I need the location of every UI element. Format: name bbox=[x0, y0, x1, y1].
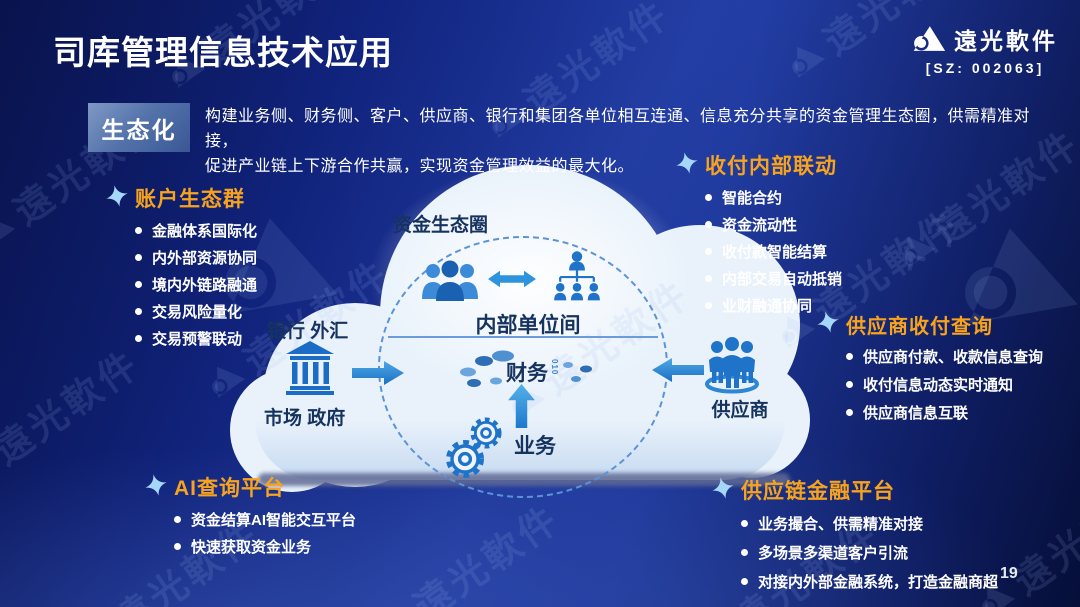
section-title: 供应商收付查询 bbox=[846, 316, 993, 338]
list-item-text: 供应商付款、收款信息查询 bbox=[863, 349, 1044, 366]
two-way-arrow-icon bbox=[488, 268, 536, 295]
list-item-text: 智能合约 bbox=[722, 190, 783, 207]
section-account-ecosystem: 账户生态群 金融体系国际化 内外部资源协同 境内外链路融通 交易风险量化 交易预… bbox=[106, 183, 356, 349]
section-supply-chain-finance: 供应链金融平台 业务撮合、供需精准对接 多场景多渠道客户引流 对接内外部金融系统… bbox=[712, 475, 1052, 592]
stock-ticker: [SZ: 002063] bbox=[925, 60, 1045, 76]
list-item: 金融体系国际化 bbox=[135, 220, 356, 241]
bank-icon bbox=[286, 341, 334, 400]
sparkle-icon bbox=[106, 185, 128, 212]
list-item-text: 对接内外部金融系统，打造金融商超 bbox=[758, 574, 999, 591]
list-item: 收付款智能结算 bbox=[705, 241, 926, 262]
bank-forex-label: 银行 外汇 bbox=[267, 321, 349, 342]
bullet-icon bbox=[741, 578, 748, 585]
bullet-icon bbox=[135, 281, 142, 288]
right-arrow-icon bbox=[352, 361, 404, 390]
people-group-icon bbox=[420, 258, 480, 307]
bullet-icon bbox=[741, 520, 748, 527]
bullet-icon bbox=[705, 248, 712, 255]
binary-digits: 010 bbox=[550, 359, 559, 376]
list-item-text: 业务撮合、供需精准对接 bbox=[758, 516, 924, 533]
supplier-team-icon bbox=[704, 334, 760, 399]
list-item-text: 境内外链路融通 bbox=[152, 277, 258, 294]
banner-description-line1: 构建业务侧、财务侧、客户、供应商、银行和集团各单位相互连通、信息充分共享的资金管… bbox=[205, 108, 1031, 150]
bullet-icon bbox=[705, 302, 712, 309]
bullet-icon bbox=[705, 221, 712, 228]
page-title: 司库管理信息技术应用 bbox=[53, 34, 393, 71]
up-arrow-icon bbox=[508, 384, 535, 433]
list-item: 多场景多渠道客户引流 bbox=[741, 542, 1052, 563]
list-item-text: 供应商信息互联 bbox=[863, 405, 969, 422]
section-internal-payment: 收付内部联动 智能合约 资金流动性 收付款智能结算 内部交易自动抵销 业财融通协… bbox=[676, 150, 926, 316]
list-item: 交易预警联动 bbox=[135, 328, 356, 349]
list-item: 供应商付款、收款信息查询 bbox=[846, 346, 1077, 367]
list-item-text: 交易预警联动 bbox=[152, 331, 243, 348]
bullet-icon bbox=[846, 381, 853, 388]
finance-data-dots-icon bbox=[458, 350, 558, 393]
bullet-icon bbox=[135, 227, 142, 234]
list-item: 内外部资源协同 bbox=[135, 247, 356, 268]
section-title: 账户生态群 bbox=[135, 188, 245, 211]
list-item-text: 快速获取资金业务 bbox=[191, 539, 312, 556]
list-item-text: 资金结算AI智能交互平台 bbox=[191, 512, 357, 529]
business-label: 业务 bbox=[514, 435, 556, 458]
bullet-icon bbox=[705, 275, 712, 282]
list-item: 对接内外部金融系统，打造金融商超 bbox=[741, 571, 1052, 592]
yuanguang-logo-icon bbox=[912, 24, 946, 54]
bullet-icon bbox=[741, 549, 748, 556]
sparkle-icon bbox=[676, 152, 698, 179]
banner-description: 构建业务侧、财务侧、客户、供应商、银行和集团各单位相互连通、信息充分共享的资金管… bbox=[205, 104, 1045, 179]
list-item-text: 多场景多渠道客户引流 bbox=[758, 545, 909, 562]
bullet-icon bbox=[135, 254, 142, 261]
sparkle-icon bbox=[145, 474, 167, 501]
gears-icon bbox=[443, 437, 487, 486]
bullet-icon bbox=[705, 194, 712, 201]
list-item: 收付信息动态实时通知 bbox=[846, 374, 1077, 395]
company-logo: 遠光軟件 [SZ: 002063] bbox=[912, 22, 1058, 76]
list-item: 资金流动性 bbox=[705, 214, 926, 235]
section-ai-query-platform: AI查询平台 资金结算AI智能交互平台 快速获取资金业务 bbox=[145, 472, 435, 557]
finance-label: 财务 bbox=[506, 362, 548, 385]
list-item-text: 内外部资源协同 bbox=[152, 250, 258, 267]
list-item-text: 资金流动性 bbox=[722, 217, 798, 234]
list-item-text: 业财融通协同 bbox=[722, 298, 813, 315]
internal-units-label: 内部单位间 bbox=[475, 314, 581, 337]
list-item: 内部交易自动抵销 bbox=[705, 268, 926, 289]
bullet-icon bbox=[135, 335, 142, 342]
bullet-icon bbox=[846, 353, 853, 360]
list-item-text: 收付款智能结算 bbox=[722, 244, 828, 261]
list-item: 快速获取资金业务 bbox=[174, 536, 435, 557]
list-item-text: 交易风险量化 bbox=[152, 304, 243, 321]
section-title: AI查询平台 bbox=[174, 477, 285, 500]
list-item: 供应商信息互联 bbox=[846, 402, 1077, 423]
list-item-text: 内部交易自动抵销 bbox=[722, 271, 843, 288]
section-supplier-payment-query: 供应商收付查询 供应商付款、收款信息查询 收付信息动态实时通知 供应商信息互联 bbox=[817, 310, 1077, 423]
ecosystem-badge: 生态化 bbox=[88, 103, 190, 152]
banner-description-line2: 促进产业链上下游合作共赢，实现资金管理效益的最大化。 bbox=[205, 158, 635, 175]
bullet-icon bbox=[846, 409, 853, 416]
left-arrow-icon bbox=[652, 358, 704, 387]
bullet-icon bbox=[174, 516, 181, 523]
list-item: 智能合约 bbox=[705, 187, 926, 208]
section-title: 收付内部联动 bbox=[705, 155, 837, 178]
sparkle-icon bbox=[817, 311, 839, 338]
list-item: 境内外链路融通 bbox=[135, 274, 356, 295]
section-title: 供应链金融平台 bbox=[741, 480, 895, 503]
supplier-label: 供应商 bbox=[711, 400, 769, 421]
list-item-text: 金融体系国际化 bbox=[152, 223, 258, 240]
company-name: 遠光軟件 bbox=[954, 28, 1058, 54]
cloud-title: 资金生态圈 bbox=[393, 215, 489, 236]
list-item-text: 收付信息动态实时通知 bbox=[863, 377, 1014, 394]
bullet-icon bbox=[135, 308, 142, 315]
finance-data-dots-icon bbox=[560, 360, 596, 389]
list-item: 业务撮合、供需精准对接 bbox=[741, 513, 1052, 534]
list-item: 资金结算AI智能交互平台 bbox=[174, 509, 435, 530]
page-number: 19 bbox=[1000, 565, 1018, 582]
sparkle-icon bbox=[712, 477, 734, 504]
market-government-label: 市场 政府 bbox=[264, 408, 346, 429]
org-chart-icon bbox=[552, 250, 602, 311]
bullet-icon bbox=[174, 543, 181, 550]
circle-divider-line bbox=[388, 336, 658, 338]
list-item: 交易风险量化 bbox=[135, 301, 356, 322]
